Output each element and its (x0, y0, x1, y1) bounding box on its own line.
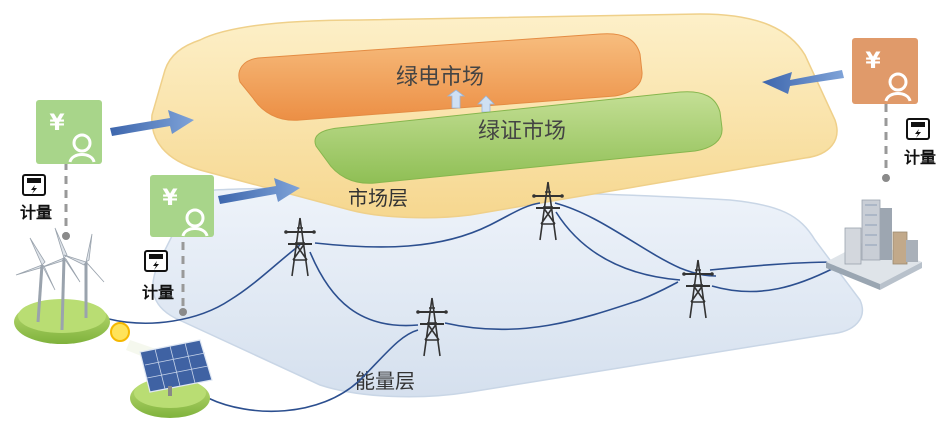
meter-icon (144, 250, 168, 272)
meter-icon (906, 118, 930, 140)
green-cert-market-box (314, 91, 723, 184)
yuan-user-icon (884, 72, 912, 102)
solar-panel-icon (110, 322, 213, 418)
buyer-badge: ¥ (852, 38, 918, 104)
wind-turbine-icon (14, 227, 110, 344)
svg-text:¥: ¥ (162, 186, 178, 211)
market-layer-label: 市场层 (348, 186, 408, 210)
yuan-user-icon (68, 133, 96, 163)
seller-badge-1: ¥ (36, 100, 102, 164)
arrow-icon (218, 178, 300, 204)
svg-text:¥: ¥ (865, 49, 881, 74)
meter-2: 计量 (142, 250, 174, 302)
transmission-lines (104, 202, 835, 413)
meter-label: 计量 (904, 148, 936, 167)
connector-dot (179, 308, 187, 316)
svg-text:¥: ¥ (49, 111, 65, 136)
green-power-market-box (238, 33, 643, 121)
exchange-arrows-icon (446, 89, 495, 113)
meter-label: 计量 (142, 283, 174, 302)
meter-label: 计量 (20, 203, 52, 222)
meter-icon (22, 174, 46, 196)
seller-badge-2: ¥ (150, 175, 214, 237)
green-power-market-label: 绿电市场 (396, 65, 484, 90)
meter-1: 计量 (20, 174, 52, 222)
yuan-user-icon (181, 208, 209, 237)
energy-layer-label: 能量层 (355, 369, 415, 393)
green-cert-market-label: 绿证市场 (478, 119, 566, 144)
arrow-icon (762, 70, 844, 94)
meter-3: 计量 (904, 118, 936, 167)
connector-dot (62, 232, 70, 240)
connector-dot (882, 174, 890, 182)
energy-layer-plate (152, 187, 863, 398)
arrow-icon (110, 110, 194, 136)
city-buildings-icon (826, 199, 922, 290)
